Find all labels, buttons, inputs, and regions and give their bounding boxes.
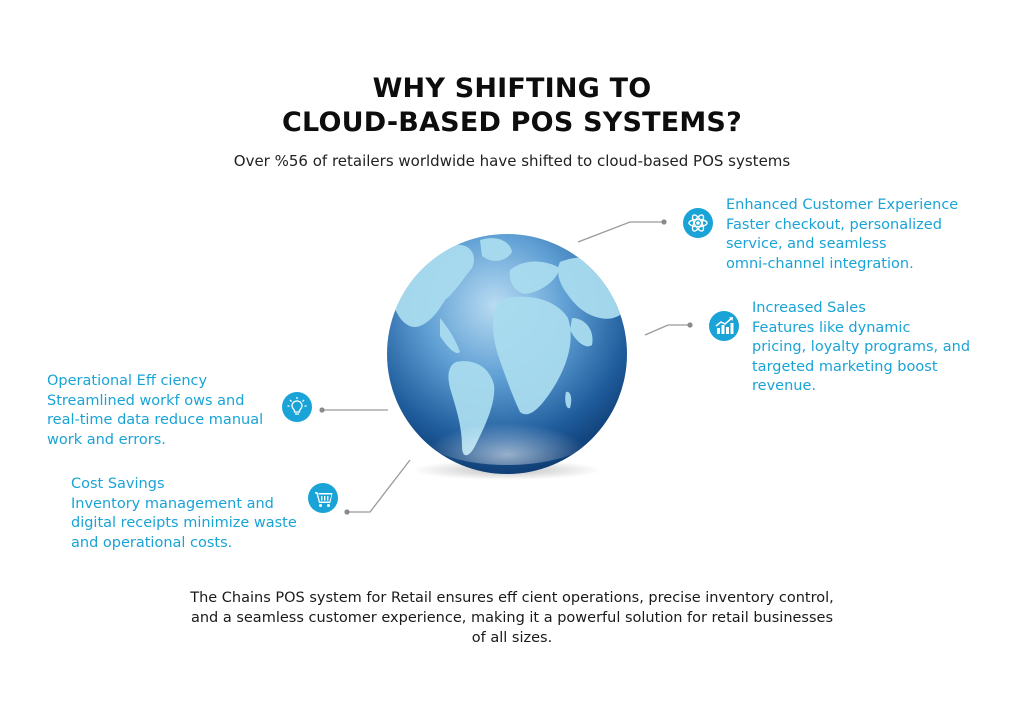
connector-lines [322,221,690,513]
feature-enhanced-customer-experience: Enhanced Customer Experience Faster chec… [726,196,958,274]
feature-text-line: Features like dynamic [752,319,911,336]
feature-increased-sales: Increased Sales Features like dynamic pr… [752,299,970,397]
connector-cost [347,459,411,513]
feature-text-line: pricing, loyalty programs, and [752,339,971,355]
feature-heading: Operational Eff ciency [47,373,208,389]
feature-text-line: revenue. [752,378,816,394]
feature-heading: Increased Sales [752,300,866,316]
footer-line: and a seamless customer experience, maki… [190,610,834,626]
lightbulb-icon [282,392,312,422]
title-line-2: CLOUD-BASED POS SYSTEMS? [282,107,742,138]
feature-text-line: and operational costs. [71,534,233,551]
feature-text-line: omni-channel integration. [726,255,914,272]
feature-text-line: targeted marketing boost [752,358,938,375]
shopping-cart-icon [308,483,338,513]
connector-enhanced [577,221,664,243]
globe-highlight [417,395,597,465]
title-line-1: WHY SHIFTING TO [372,73,652,104]
footer-line: of all sizes. [471,630,553,646]
feature-heading: Cost Savings [71,476,165,492]
connector-sales [644,324,690,336]
feature-cost-savings: Cost Savings Inventory management and di… [71,475,297,553]
feature-text-line: Streamlined workf ows and [47,392,245,409]
subtitle: Over %56 of retailers worldwide have shi… [233,152,791,170]
growth-chart-icon [709,311,739,341]
feature-text-line: Faster checkout, personalized [726,216,942,233]
feature-text-line: digital receipts minimize waste [71,515,297,531]
feature-text-line: real-time data reduce manual [47,412,264,428]
connector-dots [319,219,693,515]
page-title: WHY SHIFTING TO CLOUD-BASED POS SYSTEMS? [0,72,1024,140]
atom-icon [683,208,713,238]
feature-operational-efficiency: Operational Eff ciency Streamlined workf… [47,372,263,450]
feature-text-line: Inventory management and [71,495,274,512]
feature-text-line: service, and seamless [726,236,887,252]
feature-text-line: work and errors. [47,431,166,448]
footer-line: The Chains POS system for Retail ensures… [190,590,834,606]
feature-heading: Enhanced Customer Experience [726,197,959,213]
footer-summary: The Chains POS system for Retail ensures… [0,588,1024,648]
